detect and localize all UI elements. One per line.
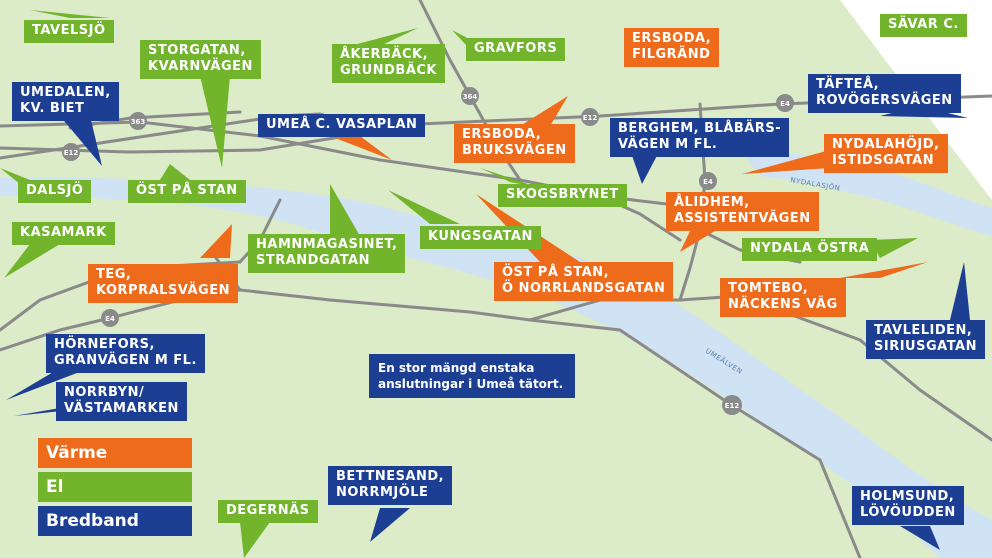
road-badge-e12-center: E12 (581, 108, 599, 126)
road-badge-e12-west: E12 (62, 143, 80, 161)
svg-text:E4: E4 (703, 178, 713, 186)
svg-text:E4: E4 (105, 315, 115, 323)
road-badge-e4-ersboda: E4 (699, 172, 717, 190)
legend-el: El (38, 472, 192, 502)
label-bettnesand: BETTNESAND,NORRMJÖLE (328, 466, 453, 505)
river-umealven (0, 177, 992, 558)
label-nydalahojd: NYDALAHÖJD,ISTIDSGATAN (824, 134, 948, 173)
legend-bredband: Bredband (38, 506, 192, 536)
label-umea-c: UMEÅ C. VASAPLAN (258, 114, 426, 137)
label-akerback: ÅKERBÄCK,GRUNDBÄCK (332, 44, 445, 83)
road-badge-e4-north: E4 (776, 94, 794, 112)
legend-varme: Värme (38, 438, 192, 468)
road-badge-e12-south: E12 (722, 395, 742, 415)
label-teg: TEG,KORPRALSVÄGEN (88, 264, 238, 303)
label-hamnmagasinet: HAMNMAGASINET,STRANDGATAN (248, 234, 406, 273)
label-ost-pa-stan-varme: ÖST PÅ STAN,Ö NORRLANDSGATAN (494, 262, 674, 301)
label-kungsgatan: KUNGSGATAN (420, 226, 541, 249)
label-tomtebo: TOMTEBO,NÄCKENS VÄG (720, 278, 846, 317)
label-nydala-ostra: NYDALA ÖSTRA (742, 238, 878, 261)
label-alidhem: ÅLIDHEM,ASSISTENTVÄGEN (666, 192, 819, 231)
label-degernas: DEGERNÄS (218, 500, 318, 523)
svg-text:E12: E12 (583, 114, 598, 122)
label-tavleliden: TAVLELIDEN,SIRIUSGATAN (866, 320, 985, 359)
river-delta (640, 330, 760, 380)
label-tavelsjo: TAVELSJÖ (24, 20, 114, 43)
road-badge-e4-south: E4 (101, 309, 119, 327)
svg-text:363: 363 (131, 118, 146, 126)
lake-nydalasjon (740, 150, 992, 236)
road-badge-364: 364 (461, 87, 479, 105)
svg-text:E12: E12 (725, 402, 740, 410)
label-holmsund: HOLMSUND,LÖVÖUDDEN (852, 486, 964, 525)
label-savar: SÄVAR C. (880, 14, 967, 37)
label-dalsjo: DALSJÖ (18, 180, 92, 203)
label-gravfors: GRAVFORS (466, 38, 566, 61)
label-taftea: TÄFTEÅ,ROVÖGERSVÄGEN (808, 74, 961, 113)
label-berghem: BERGHEM, BLÅBÄRS-VÄGEN M FL. (610, 118, 790, 157)
label-hornefors: HÖRNEFORS,GRANVÄGEN M FL. (46, 334, 205, 373)
label-ersboda-bruks: ERSBODA,BRUKSVÄGEN (454, 124, 575, 163)
label-kasamark: KASAMARK (12, 222, 115, 245)
info-note: En stor mängd enstaka anslutningar i Ume… (369, 354, 575, 398)
label-skogsbrynet: SKOGSBRYNET (498, 184, 627, 207)
svg-text:E12: E12 (64, 149, 79, 157)
svg-text:E4: E4 (780, 100, 790, 108)
label-umedalen: UMEDALEN,KV. BIET (12, 82, 119, 121)
label-ersboda-filgrand: ERSBODA,FILGRÄND (624, 28, 720, 67)
svg-text:364: 364 (463, 93, 478, 101)
road-badge-363: 363 (129, 112, 147, 130)
label-norrbyn: NORRBYN/VÄSTAMARKEN (56, 382, 187, 421)
label-ost-pa-stan-el: ÖST PÅ STAN (128, 180, 246, 203)
label-storgatan: STORGATAN,KVARNVÄGEN (140, 40, 261, 79)
